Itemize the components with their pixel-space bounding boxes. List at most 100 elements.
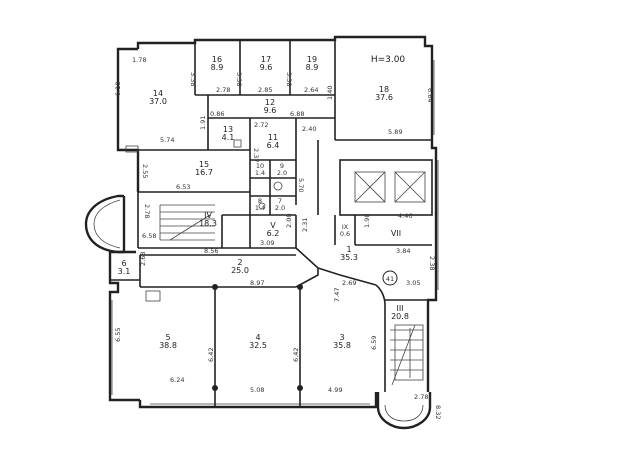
dim-label: 2.40 xyxy=(302,125,316,133)
room-18-area: 37.6 xyxy=(375,93,393,102)
room-13-number: 13 xyxy=(223,125,233,134)
room-5-area: 38.8 xyxy=(159,341,177,350)
room-iii-number: III xyxy=(396,304,403,313)
dim-label: 6.58 xyxy=(142,232,156,240)
room-5-number: 5 xyxy=(165,333,170,342)
room-iv-number: IV xyxy=(204,211,212,220)
dim-label: 2.00 xyxy=(285,214,293,228)
room-iii-area: 20.8 xyxy=(391,312,409,321)
dim-label: 3.38 xyxy=(235,72,243,86)
room-16-number: 16 xyxy=(212,55,222,64)
interior-walls xyxy=(110,40,433,407)
dim-label: 5.70 xyxy=(297,178,305,192)
dim-label: 2.64 xyxy=(304,86,318,94)
dim-label: 2.55 xyxy=(141,164,149,178)
dim-label: 2.31 xyxy=(301,218,309,232)
ceiling-height-label: H=3.00 xyxy=(371,55,406,65)
dim-label: 2.37 xyxy=(252,148,260,162)
room-16-area: 8.9 xyxy=(211,63,224,72)
dim-label: 5.08 xyxy=(250,386,264,394)
dim-label: 8.32 xyxy=(434,405,442,419)
room-8-area: 1.4 xyxy=(255,204,265,212)
room-17-number: 17 xyxy=(261,55,271,64)
room-7-area: 2.0 xyxy=(275,204,285,212)
dim-label: 2.78 xyxy=(216,86,230,94)
room-3-number: 3 xyxy=(339,333,344,342)
dim-label: 6.42 xyxy=(292,348,300,362)
room-14-area: 37.0 xyxy=(149,97,167,106)
dim-label: 1.78 xyxy=(132,56,146,64)
dim-label: 6.88 xyxy=(290,110,304,118)
dim-label: 2.85 xyxy=(258,86,272,94)
room-10-area: 1.4 xyxy=(255,169,265,177)
dimension-labels: 1.78 3.38 3.38 3.38 2.78 2.85 2.64 6.18 … xyxy=(114,56,442,419)
room-4-area: 32.5 xyxy=(249,341,267,350)
room-3-area: 35.8 xyxy=(333,341,351,350)
room-13-area: 4.1 xyxy=(222,133,235,142)
room-4-number: 4 xyxy=(255,333,260,342)
dim-label: 8.97 xyxy=(250,279,264,287)
dim-label: 2.78 xyxy=(143,204,151,218)
room-6-number: 6 xyxy=(121,259,126,268)
stair-iii-treads xyxy=(390,324,423,386)
room-17-area: 9.6 xyxy=(260,63,273,72)
dim-label: 6.59 xyxy=(370,336,378,350)
dim-label: 4.46 xyxy=(398,212,412,220)
room-15-number: 15 xyxy=(199,160,209,169)
fixtures xyxy=(125,139,283,302)
room-1-number: 1 xyxy=(346,245,351,254)
floor-badge: 41 xyxy=(382,270,398,286)
room-11-area: 6.4 xyxy=(267,141,280,150)
room-2-area: 25.0 xyxy=(231,266,249,275)
dim-label: 3.84 xyxy=(396,247,410,255)
dim-label: 2.68 xyxy=(139,252,147,266)
dim-label: 2.69 xyxy=(342,279,356,287)
dim-label: 6.24 xyxy=(170,376,184,384)
dim-label: 2.78 xyxy=(414,393,428,401)
dim-label: 3.05 xyxy=(406,279,420,287)
room-9-number: 9 xyxy=(280,162,284,170)
room-8-number: 8 xyxy=(258,197,262,205)
floor-badge-text: 41 xyxy=(386,275,394,283)
room-12-number: 12 xyxy=(265,98,275,107)
room-19-number: 19 xyxy=(307,55,317,64)
room-ix-number: IX xyxy=(342,223,349,231)
room-6-area: 3.1 xyxy=(118,267,131,276)
room-14-number: 14 xyxy=(153,89,163,98)
dim-label: 0.86 xyxy=(210,110,224,118)
dim-label: 3.38 xyxy=(285,72,293,86)
dim-label: 6.64 xyxy=(426,88,434,102)
dim-label: 6.53 xyxy=(176,183,190,191)
room-18-number: 18 xyxy=(379,85,389,94)
dim-label: 8.56 xyxy=(204,247,218,255)
dim-label: 3.09 xyxy=(260,239,274,247)
room-7-number: 7 xyxy=(278,197,282,205)
stair-iv-treads xyxy=(159,204,215,241)
dim-label: 5.74 xyxy=(160,136,174,144)
room-iv-area: 18.3 xyxy=(199,219,217,228)
outer-walls xyxy=(84,35,439,430)
room-ix-area: 0.6 xyxy=(340,230,350,238)
dim-label: 7.47 xyxy=(333,288,341,302)
room-v-area: 6.2 xyxy=(267,229,280,238)
dim-label: 2.38 xyxy=(428,256,436,270)
room-2-number: 2 xyxy=(237,258,242,267)
dim-label: 5.89 xyxy=(388,128,402,136)
room-11-number: 11 xyxy=(268,133,278,142)
room-9-area: 2.0 xyxy=(277,169,287,177)
room-labels: 16 8.9 17 9.6 19 8.9 18 37.6 14 37.0 12 … xyxy=(118,55,409,350)
room-19-area: 8.9 xyxy=(306,63,319,72)
dim-label: 3.38 xyxy=(189,72,197,86)
dim-label: 1.40 xyxy=(326,86,334,100)
dim-label: 6.55 xyxy=(114,328,122,342)
room-12-area: 9.6 xyxy=(264,106,277,115)
dim-label: 6.42 xyxy=(207,348,215,362)
room-15-area: 16.7 xyxy=(195,168,213,177)
room-v-number: V xyxy=(270,221,276,230)
dim-label: 1.91 xyxy=(199,116,207,130)
dim-label: 6.18 xyxy=(114,82,122,96)
room-vii-number: VII xyxy=(391,229,401,238)
dim-label: 2.72 xyxy=(254,121,268,129)
dim-label: 1.98 xyxy=(363,214,371,228)
